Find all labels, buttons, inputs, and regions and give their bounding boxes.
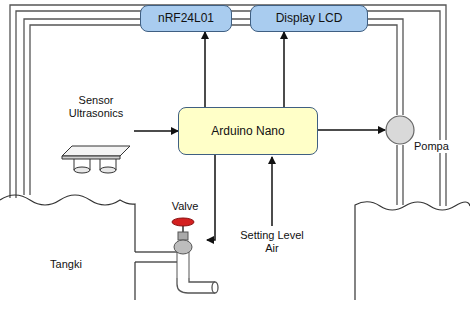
tanks [0,195,470,300]
pump-symbol [385,115,415,145]
signal-arrow [318,129,385,131]
pump-circle: Pompa [385,115,415,145]
setting-arrow [271,157,273,226]
node-text: Valve [163,200,207,213]
module-box: Display LCD [250,5,368,32]
tank-label: Tangki [36,258,96,271]
node-text: nRF24L01 [158,12,214,25]
node-text: Arduino Nano [211,125,284,138]
setting-label: Setting Level Air [240,229,304,255]
signal-arrow [283,32,285,107]
signal-arrow [207,155,215,240]
controller-box: Arduino Nano [178,107,318,155]
signal-arrow [134,130,178,132]
sensor-unit: Sensor Ultrasonics [58,90,134,182]
valve-unit: Valve [163,198,207,278]
signal-arrow [204,32,206,107]
node-text: Sensor Ultrasonics [58,90,134,120]
pipes [10,5,446,293]
node-text: Display LCD [276,12,343,25]
module-box: nRF24L01 [140,5,232,32]
node-text: Pompa [413,140,450,153]
